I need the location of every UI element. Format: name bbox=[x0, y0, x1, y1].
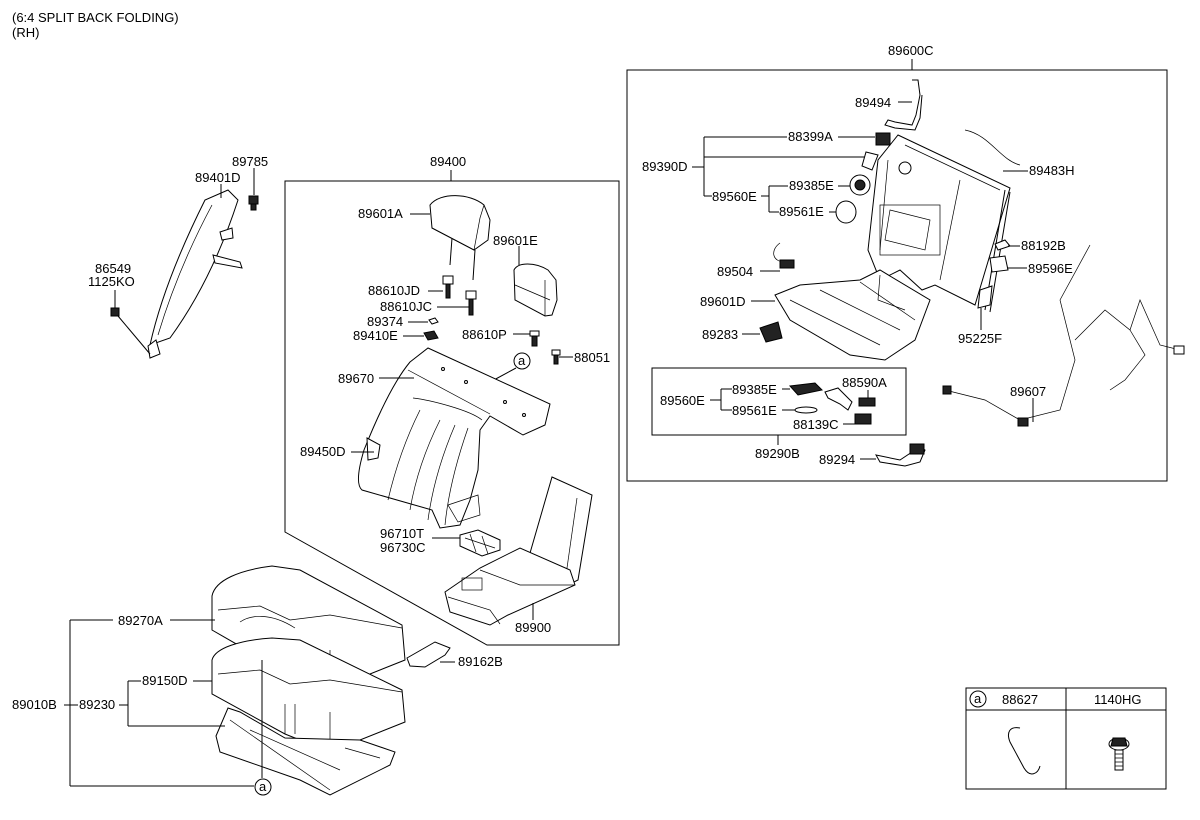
bracket-89162b[interactable] bbox=[406, 641, 451, 668]
svg-text:a: a bbox=[974, 691, 982, 706]
label-1125ko[interactable]: 1125KO bbox=[88, 274, 135, 289]
label-88399a[interactable]: 88399A bbox=[788, 129, 833, 144]
label-88139c[interactable]: 88139C bbox=[793, 417, 839, 432]
svg-text:a: a bbox=[259, 779, 267, 794]
label-89560e[interactable]: 89560E bbox=[712, 189, 757, 204]
label-89483h[interactable]: 89483H bbox=[1029, 163, 1075, 178]
callout-a-cushion[interactable]: a bbox=[254, 778, 272, 796]
label-89900[interactable]: 89900 bbox=[515, 620, 551, 635]
label-88051[interactable]: 88051 bbox=[574, 350, 610, 365]
cable-89494[interactable] bbox=[884, 79, 923, 131]
headrest-89601a[interactable] bbox=[429, 195, 491, 281]
group-box-89290b bbox=[651, 367, 907, 436]
header-side: (RH) bbox=[12, 25, 40, 40]
bracket-89283-icon[interactable] bbox=[759, 321, 783, 343]
label-89450d[interactable]: 89450D bbox=[300, 444, 346, 459]
label-89410e[interactable]: 89410E bbox=[353, 328, 398, 343]
label-89385e-lumbar[interactable]: 89385E bbox=[732, 382, 777, 397]
connector-88139c-icon[interactable] bbox=[854, 413, 872, 425]
label-89294[interactable]: 89294 bbox=[819, 452, 855, 467]
group-label-89600c[interactable]: 89600C bbox=[888, 43, 934, 58]
bolt-88610p-icon[interactable] bbox=[529, 330, 540, 347]
lever-89390d-icon[interactable] bbox=[861, 151, 879, 171]
gasket-89561e-icon[interactable] bbox=[835, 200, 857, 224]
harness-89504[interactable] bbox=[773, 242, 795, 269]
flange-bolt-icon[interactable] bbox=[1108, 737, 1130, 771]
label-89010b[interactable]: 89010B bbox=[12, 697, 57, 712]
label-89601e[interactable]: 89601E bbox=[493, 233, 538, 248]
headrest-89601e[interactable] bbox=[513, 263, 558, 317]
motor-89385e-lumbar-icon[interactable] bbox=[788, 382, 824, 396]
side-bolster-89401d[interactable] bbox=[147, 189, 243, 359]
label-89561e[interactable]: 89561E bbox=[779, 204, 824, 219]
recliner-88399a-icon[interactable] bbox=[875, 132, 891, 146]
label-88610jc[interactable]: 88610JC bbox=[380, 299, 432, 314]
module-89596e-icon[interactable] bbox=[989, 255, 1009, 273]
label-88610jd[interactable]: 88610JD bbox=[368, 283, 420, 298]
label-89150d[interactable]: 89150D bbox=[142, 673, 188, 688]
header-configuration: (6:4 SPLIT BACK FOLDING) bbox=[12, 10, 179, 25]
label-89401d[interactable]: 89401D bbox=[195, 170, 241, 185]
label-96710t[interactable]: 96710T bbox=[380, 526, 424, 541]
wiring-harness-89607[interactable] bbox=[942, 244, 1185, 427]
group-box-89600c bbox=[626, 69, 1168, 482]
wire-clip-icon[interactable] bbox=[1007, 727, 1041, 775]
label-95225f[interactable]: 95225F bbox=[958, 331, 1002, 346]
armrest-89900[interactable] bbox=[444, 476, 593, 626]
sensor-95225f-icon[interactable] bbox=[977, 285, 993, 309]
label-89601d[interactable]: 89601D bbox=[700, 294, 746, 309]
cushion-frame-89601d[interactable] bbox=[774, 269, 931, 361]
label-89561e-lumbar[interactable]: 89561E bbox=[732, 403, 777, 418]
label-89230[interactable]: 89230 bbox=[79, 697, 115, 712]
group-box-89400 bbox=[284, 180, 620, 646]
legend-part-1140hg[interactable]: 1140HG bbox=[1094, 692, 1141, 707]
guide-88610jd-icon[interactable] bbox=[442, 275, 454, 299]
gasket-89561e-lumbar-icon[interactable] bbox=[794, 406, 818, 414]
pin-89374-icon[interactable] bbox=[428, 317, 439, 325]
diagram-header: (6:4 SPLIT BACK FOLDING) (RH) bbox=[12, 10, 179, 40]
label-89374[interactable]: 89374 bbox=[367, 314, 403, 329]
legend-marker-a: a bbox=[969, 690, 987, 708]
clip-89785-icon[interactable] bbox=[248, 195, 259, 211]
cupholder-bracket-96710t[interactable] bbox=[459, 529, 501, 557]
label-89494[interactable]: 89494 bbox=[855, 95, 891, 110]
group-label-89400[interactable]: 89400 bbox=[430, 154, 466, 169]
hardware-legend-table: a 88627 1140HG bbox=[965, 687, 1167, 790]
label-89785[interactable]: 89785 bbox=[232, 154, 268, 169]
clip-89450d-icon[interactable] bbox=[366, 437, 381, 461]
legend-part-88627[interactable]: 88627 bbox=[1002, 692, 1038, 707]
seatback-cover-89670[interactable] bbox=[357, 347, 551, 529]
callout-a-seatback[interactable]: a bbox=[513, 352, 531, 370]
label-89385e[interactable]: 89385E bbox=[789, 178, 834, 193]
label-89601a[interactable]: 89601A bbox=[358, 206, 403, 221]
label-89390d[interactable]: 89390D bbox=[642, 159, 688, 174]
label-86549[interactable]: 86549 bbox=[95, 261, 131, 276]
group-label-89290b[interactable]: 89290B bbox=[755, 446, 800, 461]
cable-lumbar-icon[interactable] bbox=[824, 387, 853, 411]
svg-text:a: a bbox=[518, 353, 526, 368]
clip-88192b-icon[interactable] bbox=[994, 239, 1011, 251]
label-89162b[interactable]: 89162B bbox=[458, 654, 503, 669]
seatback-frame-89483h[interactable] bbox=[867, 129, 1021, 313]
label-88192b[interactable]: 88192B bbox=[1021, 238, 1066, 253]
bolt-88051-icon[interactable] bbox=[551, 349, 561, 365]
cable-89294[interactable] bbox=[875, 443, 926, 467]
connector-88590a-icon[interactable] bbox=[858, 397, 876, 407]
label-89607[interactable]: 89607 bbox=[1010, 384, 1046, 399]
guide-88610jc-icon[interactable] bbox=[465, 290, 477, 316]
label-89670[interactable]: 89670 bbox=[338, 371, 374, 386]
label-89283[interactable]: 89283 bbox=[702, 327, 738, 342]
label-96730c[interactable]: 96730C bbox=[380, 540, 426, 555]
label-88590a[interactable]: 88590A bbox=[842, 375, 887, 390]
latch-89410e-icon[interactable] bbox=[423, 330, 439, 341]
motor-89385e-icon[interactable] bbox=[849, 174, 871, 196]
label-89504[interactable]: 89504 bbox=[717, 264, 753, 279]
cushion-frame-89230[interactable] bbox=[215, 707, 396, 796]
label-89560e-lumbar[interactable]: 89560E bbox=[660, 393, 705, 408]
label-88610p[interactable]: 88610P bbox=[462, 327, 507, 342]
screw-1125ko-icon[interactable] bbox=[110, 307, 151, 355]
label-89596e[interactable]: 89596E bbox=[1028, 261, 1073, 276]
label-89270a[interactable]: 89270A bbox=[118, 613, 163, 628]
